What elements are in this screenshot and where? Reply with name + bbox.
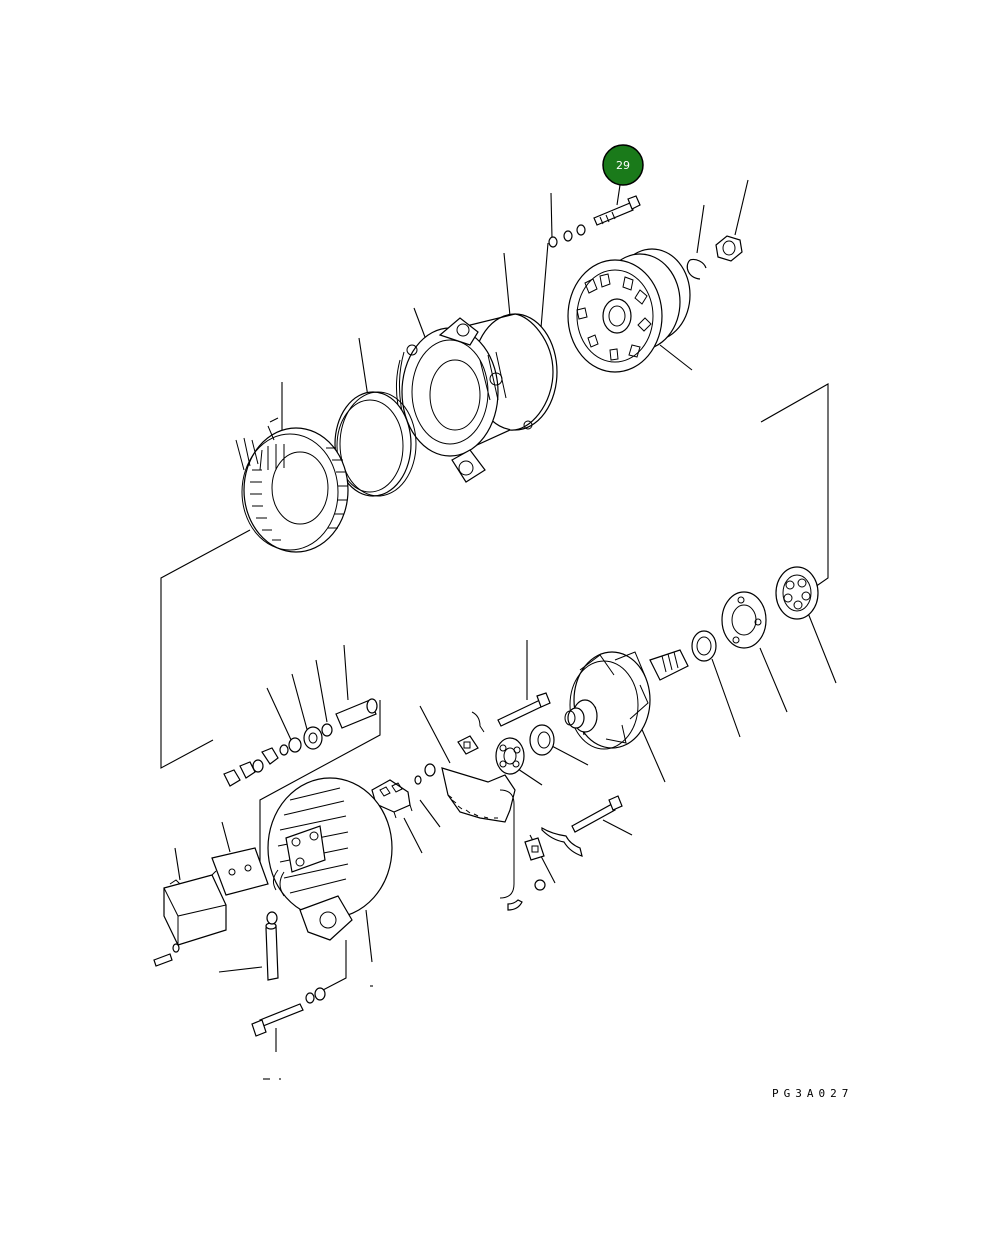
rotor	[564, 649, 689, 750]
terminal-pieces	[414, 711, 546, 891]
terminal-stud-set	[223, 698, 378, 787]
bearing-cover-plate	[721, 591, 767, 649]
bolt-and-washers-top	[548, 195, 641, 248]
stator-ring	[334, 391, 417, 497]
rear-bearing	[775, 566, 819, 620]
small-bearing	[529, 724, 555, 756]
regulator-screw	[153, 943, 180, 967]
brush-bracket	[441, 767, 523, 911]
condenser	[265, 911, 279, 981]
fan-pulley	[567, 248, 691, 373]
leader-lines-upper	[160, 179, 829, 769]
rear-housing	[267, 777, 393, 941]
drawing-code: PG3A027	[772, 1087, 853, 1100]
spacer-ring	[691, 630, 717, 662]
stator-coil	[235, 417, 349, 553]
through-bolt-right	[541, 795, 623, 857]
front-housing	[396, 313, 558, 483]
regulator-box	[163, 870, 227, 946]
mounting-bolt	[251, 987, 326, 1037]
regulator-gasket	[211, 847, 269, 896]
callout-29[interactable]: 29	[602, 144, 644, 186]
leader-lines-lower	[174, 612, 837, 1080]
callout-29-label: 29	[616, 159, 630, 172]
nut-and-snap-ring	[686, 235, 743, 280]
rectifier-wheel	[495, 737, 525, 775]
through-bolt-middle	[497, 692, 551, 727]
